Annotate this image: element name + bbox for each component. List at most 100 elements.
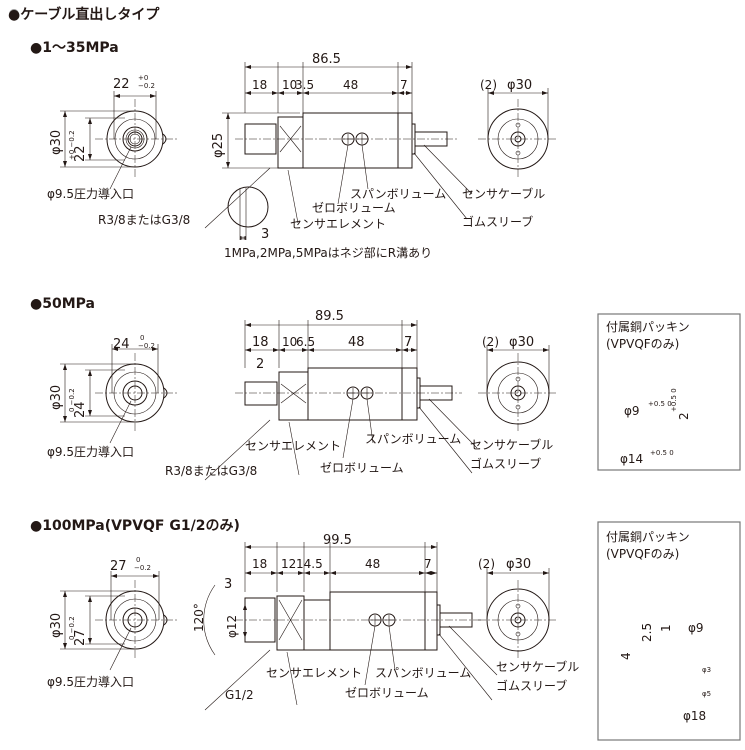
leader-line [388,625,396,671]
dimension-arrow [63,591,67,649]
front-height-dim: 22 [73,145,88,162]
packing-thickness-dim: 2 [677,412,691,420]
header-title: ●ケーブル直出しタイプ [8,6,160,23]
leader-line [204,419,271,481]
sensor-cable-label: センサケーブル [496,659,579,674]
rubber-sleeve-label: ゴムスリーブ [470,456,541,471]
dim-2: 10 [282,335,297,349]
dimension-arrow [279,348,308,352]
sensor-cable [439,612,473,628]
dim-5: 7 [404,335,412,350]
dim-3: 14.5 [296,557,323,571]
dimension-arrow [304,571,330,575]
sensor-cable-label: センサケーブル [470,437,553,452]
rubber-sleeve-label: ゴムスリーブ [462,214,533,229]
front-width-tol-upper: +0 [138,74,148,82]
dim-5: 7 [400,78,408,92]
sensor-element-housing [303,599,331,651]
packing-dim-1: 1 [659,624,673,632]
packing-outer-tol: +0.5 0 [650,449,674,457]
packing-thickness-4: 4 [619,652,633,660]
total-length-dim: 86.5 [312,52,341,67]
sensor-cable-label: センサケーブル [462,186,545,201]
header-bullet-icon [9,9,19,19]
front-height-tol: +0 −0.2 [68,130,76,160]
zero-volume-label: ゼロボリューム [312,201,396,215]
zero-volume-label: ゼロボリューム [345,686,429,700]
packing-outer-dim: φ14 [620,452,643,466]
hex-cross [278,599,303,641]
total-length-dim: 89.5 [315,309,344,324]
end-gap-dim: (2) [480,78,497,92]
end-gap-dim: (2) [478,557,495,571]
leader-line [428,398,478,449]
dim-1: 18 [252,335,269,350]
sensor-element-label: センサエレメント [245,439,341,453]
angle-dim: 120° [192,603,206,632]
thread-port [244,381,278,406]
front-width-dim: 22 [113,77,130,92]
dimension-arrow [278,91,303,95]
dim-2: 10 [282,78,297,92]
end-dia-dim: φ30 [506,557,531,572]
packing-outer-dim: φ18 [683,709,706,723]
dim-4: 48 [365,557,380,571]
hex-cross [280,383,307,404]
dim-5: 7 [424,557,432,571]
packing-subtitle: (VPVQFのみ) [606,547,679,561]
leader-line [286,651,298,706]
thread-note: 1MPa,2MPa,5MPaはネジ部にR溝あり [224,245,432,260]
packing-box: 付属銅パッキン (VPVQFのみ) φ9 +0.5 0 φ14 +0.5 0 2… [597,313,741,471]
end-dia-dim: φ30 [507,78,532,93]
span-volume-label: スパンボリューム [365,432,461,446]
side-dia-dim: φ12 [225,615,239,638]
dim-1: 18 [252,557,267,571]
dimension-arrow [488,91,548,95]
front-height-dim: 27 [73,629,88,646]
dimension-arrow [226,113,230,168]
rubber-sleeve-label: ゴムスリーブ [496,678,567,693]
packing-d3-dim: φ3 [702,666,711,674]
front-width-tol-upper: 0 [136,556,140,564]
leader-line [337,144,349,205]
thread-label: G1/2 [225,688,254,702]
hex-nut [278,371,309,421]
port-label: φ9.5圧力導入口 [47,187,134,201]
front-width-tol-lower: −0.2 [138,82,155,90]
leader-line [109,627,132,671]
leader-line [288,421,300,476]
thread-label: R3/8またはG3/8 [165,464,257,478]
leader-line [361,144,369,190]
flange [401,367,418,421]
front-height-tol: 0 −0.2 [68,616,76,640]
total-length-dim: 99.5 [323,533,352,548]
dim-6: 2 [256,357,264,372]
dimension-arrow [425,571,437,575]
front-height-tol: 0 −0.2 [68,388,76,412]
dim-2: 12 [281,557,296,571]
dim-3: 6.5 [296,335,315,349]
front-width-tol-lower: −0.2 [138,342,155,350]
leader-line [204,649,271,711]
end-dia-dim: φ30 [509,335,534,350]
front-dia-dim: φ30 [49,613,64,638]
dim-4: 48 [343,78,358,92]
sensor-body [302,112,399,169]
front-width-dim: 24 [113,337,130,352]
packing-d5-dim: φ5 [702,690,711,698]
front-dia-dim: φ30 [49,130,64,155]
leader-line [109,146,132,190]
leader-line [287,169,299,224]
leader-line [364,625,376,686]
packing-inner-dim: φ9 [688,621,704,635]
leader-line [438,633,493,701]
thread-label: R3/8またはG3/8 [98,213,190,227]
dim-6: 3 [224,577,232,592]
span-volume-label: スパンボリューム [350,187,446,201]
packing-inner-dim: φ9 [624,404,640,418]
front-width-tol-upper: 0 [140,334,144,342]
front-width-tol-lower: −0.2 [134,564,151,572]
leader-line [448,625,498,676]
flange [397,112,413,169]
leader-line [423,144,473,195]
